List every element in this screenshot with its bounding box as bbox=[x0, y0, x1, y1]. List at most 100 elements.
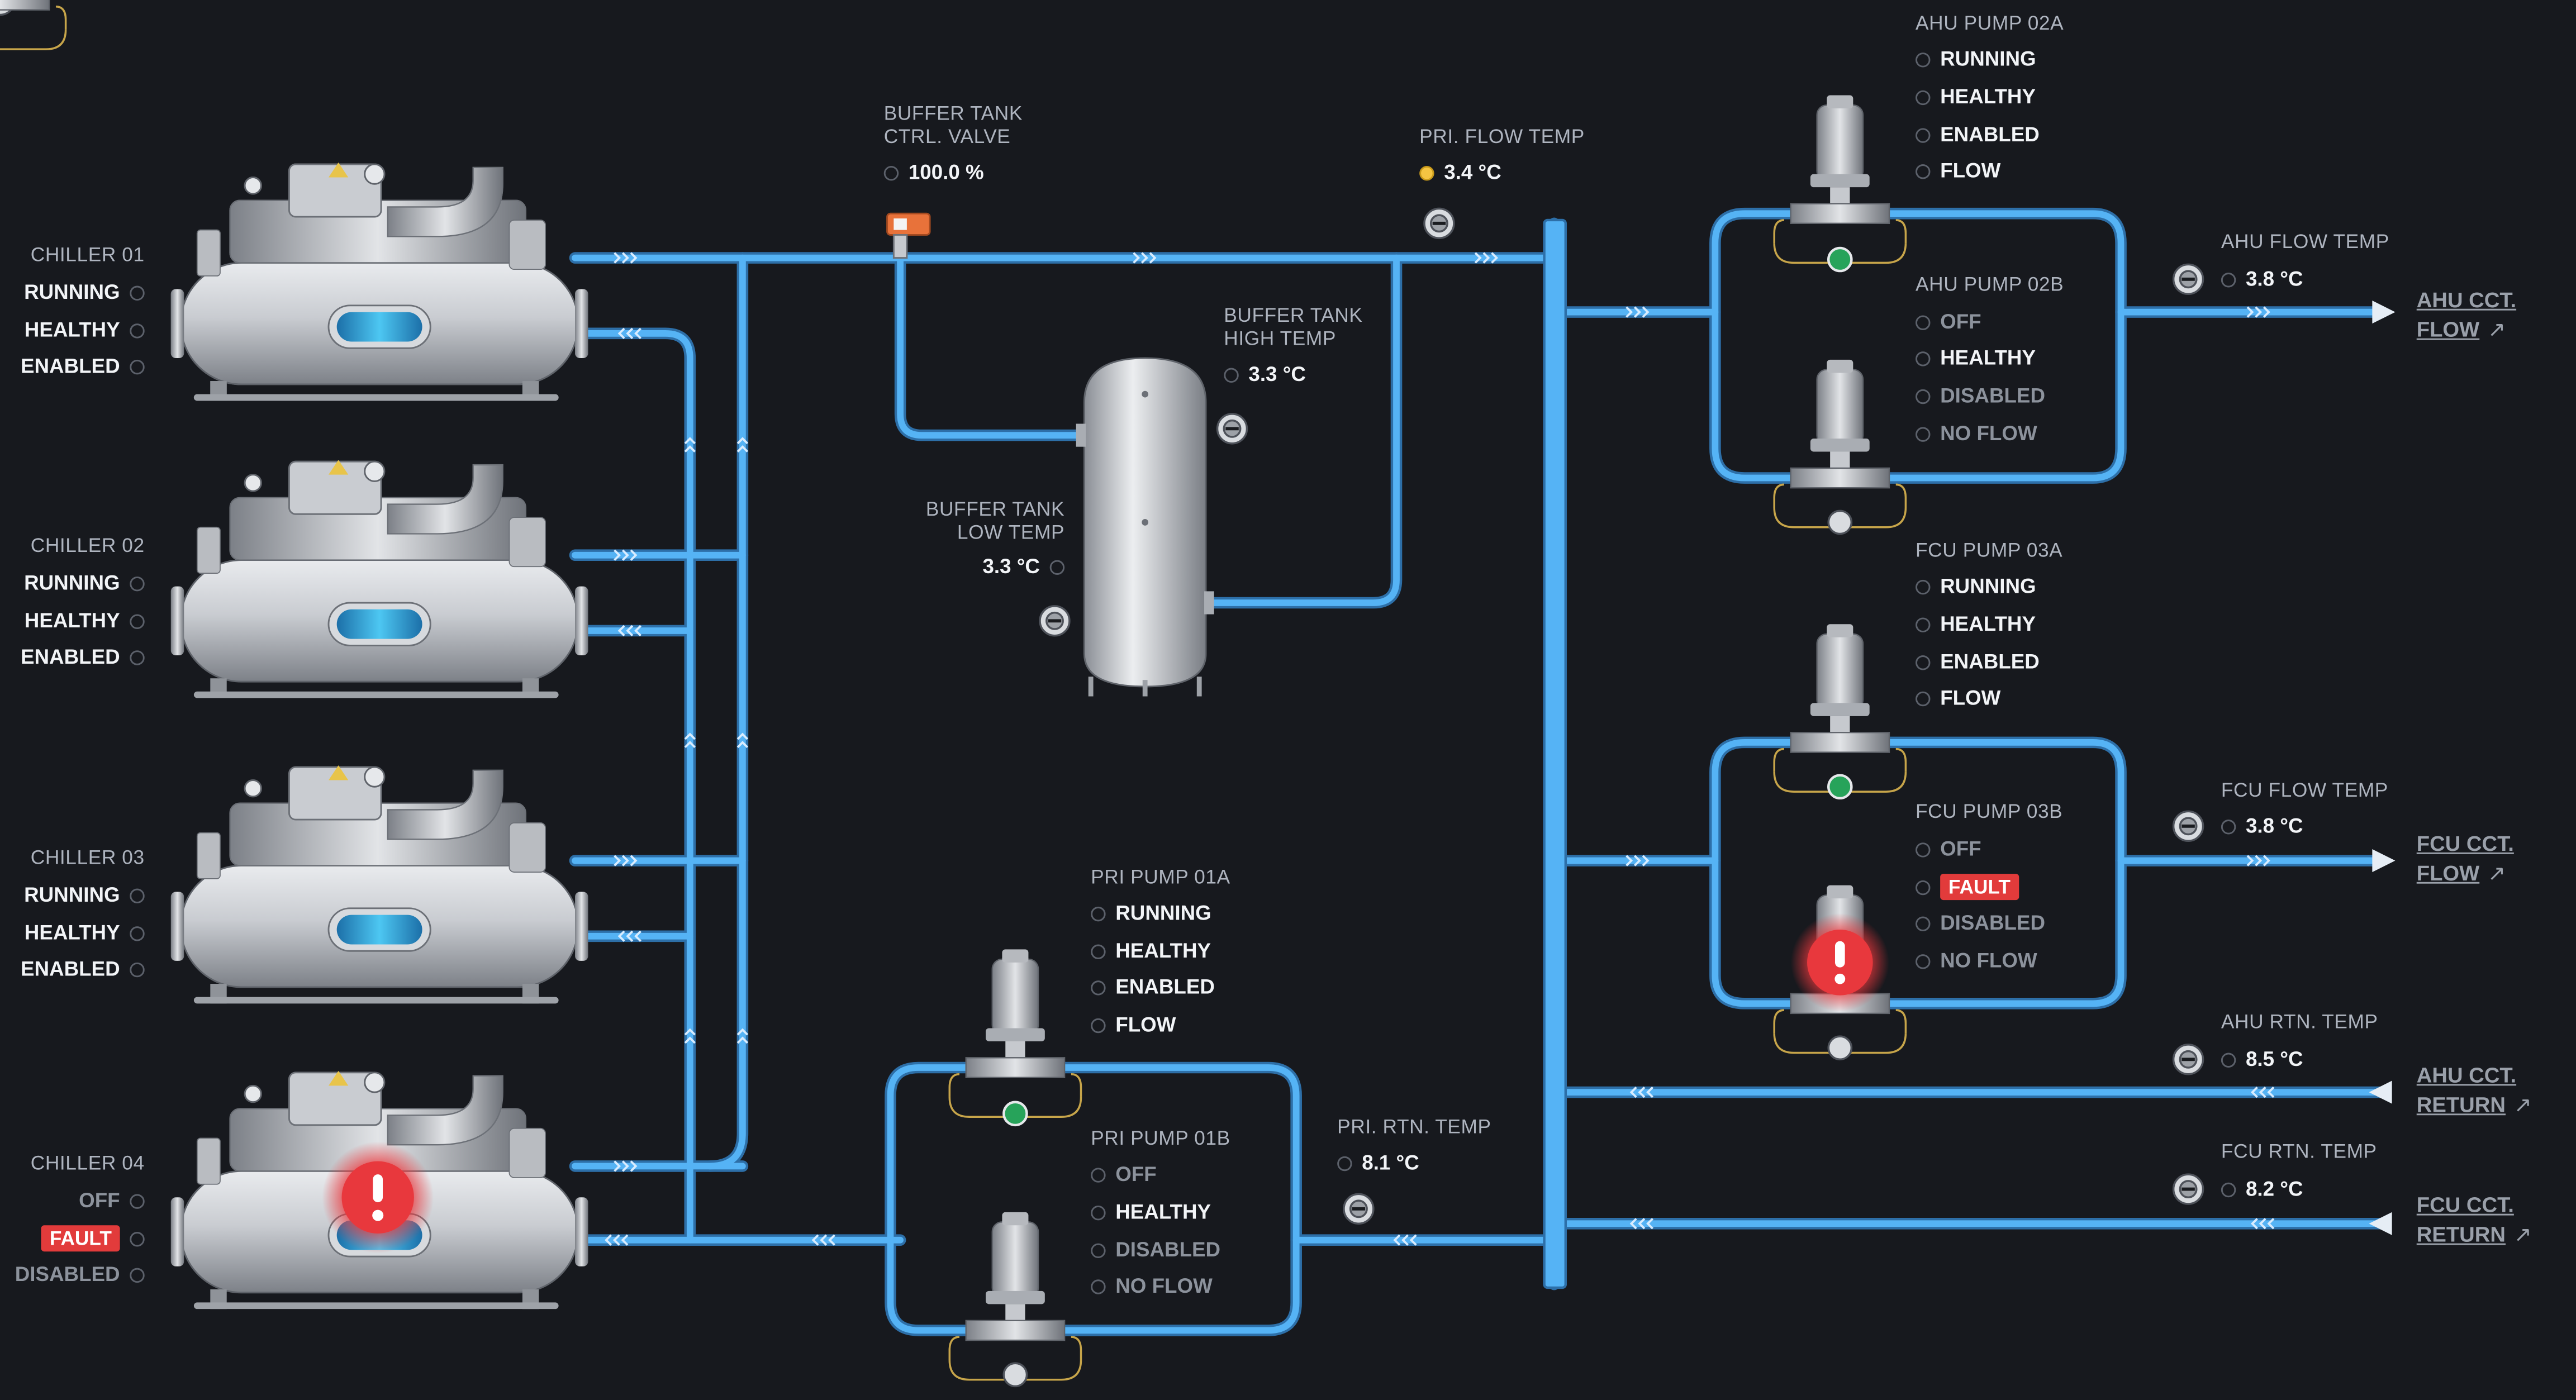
external-link-icon: ↗ bbox=[2513, 1222, 2532, 1247]
chiller-01-graphic bbox=[170, 161, 589, 402]
pump-graphic bbox=[0, 0, 67, 50]
pri-pump-01a-status-running: RUNNING bbox=[1091, 902, 1211, 925]
chiller-01-title: CHILLER 01 bbox=[30, 243, 145, 266]
fcu-pump-03b-title: FCU PUMP 03B bbox=[1916, 799, 2063, 823]
external-link-icon: ↗ bbox=[2487, 317, 2506, 342]
chiller-02-title: CHILLER 02 bbox=[30, 534, 145, 557]
flow-direction-chevrons bbox=[605, 252, 2275, 1246]
chiller-03-graphic bbox=[170, 764, 589, 1004]
pri-rtn-temp-value: 8.1 °C bbox=[1337, 1151, 1419, 1174]
chiller-03-title: CHILLER 03 bbox=[30, 846, 145, 869]
ahu-cct-flow-link[interactable]: AHU CCT.FLOW↗ bbox=[2417, 286, 2516, 345]
fcu-pump-03b-status-disabled: DISABLED bbox=[1916, 912, 2045, 935]
chiller-03-status-running: RUNNING bbox=[0, 884, 145, 907]
ahu-pump-02b-title: AHU PUMP 02B bbox=[1916, 273, 2064, 296]
buffer-valve-label-line2: CTRL. VALVE bbox=[883, 125, 1011, 148]
buffer-high-temp-label-line2: HIGH TEMP bbox=[1224, 327, 1337, 350]
pump-check-icon bbox=[1002, 246, 1853, 1127]
fcu-pump-03a-graphic bbox=[1773, 623, 1907, 793]
buffer-high-temp-value: 3.3 °C bbox=[1224, 363, 1306, 386]
chiller-01-status-enabled: ENABLED bbox=[0, 355, 145, 378]
fcu-pump-03b-status-no-flow: NO FLOW bbox=[1916, 949, 2037, 972]
fcu-cct-flow-link[interactable]: FCU CCT.FLOW↗ bbox=[2417, 830, 2514, 889]
flow-arrow-icon bbox=[2372, 301, 2396, 324]
ahu-pump-02b-status-no-flow: NO FLOW bbox=[1916, 422, 2037, 445]
pri-rtn-temp-sensor-icon bbox=[1344, 1194, 1373, 1223]
fcu-pump-03a-title: FCU PUMP 03A bbox=[1916, 539, 2063, 562]
pri-flow-temp-sensor-icon bbox=[1424, 208, 1454, 238]
ahu-pump-02a-status-running: RUNNING bbox=[1916, 47, 2036, 70]
alarm-exclamation-icon bbox=[322, 1141, 434, 1254]
ahu-rtn-temp-label: AHU RTN. TEMP bbox=[2221, 1010, 2378, 1034]
ahu-pump-02b-graphic bbox=[1773, 359, 1907, 528]
pri-pump-01b-graphic bbox=[948, 1211, 1082, 1381]
ahu-pump-02a-status-flow: FLOW bbox=[1916, 159, 2000, 182]
pri-pump-01a-title: PRI PUMP 01A bbox=[1091, 865, 1230, 889]
pipe-network bbox=[569, 207, 2396, 1336]
valve-actuator-icon bbox=[886, 212, 931, 259]
flow-arrow-icon bbox=[2372, 849, 2396, 873]
flow-arrow-icon bbox=[2369, 1212, 2392, 1235]
chiller-03-status-enabled: ENABLED bbox=[0, 958, 145, 980]
ahu-rtn-temp-value: 8.5 °C bbox=[2221, 1048, 2303, 1071]
buffer-low-temp-sensor-icon bbox=[1040, 606, 1070, 636]
ahu-flow-temp-value: 3.8 °C bbox=[2221, 268, 2303, 291]
ahu-cct-return-link[interactable]: AHU CCT.RETURN↗ bbox=[2417, 1061, 2532, 1120]
ahu-pump-02a-status-enabled: ENABLED bbox=[1916, 123, 2040, 146]
pri-pump-01b-status-no-flow: NO FLOW bbox=[1091, 1274, 1213, 1298]
fcu-flow-temp-sensor-icon bbox=[2174, 811, 2203, 841]
ahu-pump-02b-status-off: OFF bbox=[1916, 311, 1981, 334]
chiller-04-status-fault: FAULT bbox=[0, 1225, 145, 1252]
fcu-pump-03a-status-enabled: ENABLED bbox=[1916, 650, 2040, 673]
chiller-04-status-off: OFF bbox=[0, 1189, 145, 1212]
fcu-flow-temp-value: 3.8 °C bbox=[2221, 815, 2303, 837]
chiller-02-status-healthy: HEALTHY bbox=[0, 609, 145, 632]
ahu-rtn-temp-sensor-icon bbox=[2174, 1045, 2203, 1074]
buffer-low-temp-label-line1: BUFFER TANK bbox=[925, 497, 1065, 521]
chiller-02-status-enabled: ENABLED bbox=[0, 645, 145, 669]
fcu-rtn-temp-label: FCU RTN. TEMP bbox=[2221, 1140, 2377, 1163]
ahu-pump-02a-title: AHU PUMP 02A bbox=[1916, 11, 2064, 35]
pri-pump-01a-status-enabled: ENABLED bbox=[1091, 975, 1215, 999]
buffer-tank-graphic bbox=[1076, 357, 1214, 697]
fcu-pump-03a-status-flow: FLOW bbox=[1916, 687, 2000, 709]
ahu-pump-02a-status-healthy: HEALTHY bbox=[1916, 85, 2036, 108]
buffer-high-temp-label-line1: BUFFER TANK bbox=[1224, 303, 1363, 327]
chiller-04-title: CHILLER 04 bbox=[30, 1151, 145, 1175]
chiller-02-status-running: RUNNING bbox=[0, 572, 145, 594]
fcu-rtn-temp-value: 8.2 °C bbox=[2221, 1178, 2303, 1201]
pri-pump-01b-status-disabled: DISABLED bbox=[1091, 1239, 1220, 1261]
buffer-valve-label-line1: BUFFER TANK bbox=[883, 102, 1023, 125]
fcu-pump-03a-status-running: RUNNING bbox=[1916, 575, 2036, 598]
pri-pump-01a-graphic bbox=[948, 948, 1082, 1118]
chiller-01-status-running: RUNNING bbox=[0, 281, 145, 304]
external-link-icon: ↗ bbox=[2513, 1092, 2532, 1117]
ahu-flow-temp-sensor-icon bbox=[2174, 264, 2203, 294]
ahu-pump-02b-status-healthy: HEALTHY bbox=[1916, 346, 2036, 370]
active-indicator bbox=[1419, 165, 1434, 180]
buffer-low-temp-value: 3.3 °C bbox=[900, 555, 1065, 578]
buffer-low-temp-label-line2: LOW TEMP bbox=[957, 520, 1065, 544]
pri-pump-01b-status-off: OFF bbox=[1091, 1163, 1157, 1186]
fault-badge: FAULT bbox=[1940, 874, 2019, 901]
ahu-flow-temp-label: AHU FLOW TEMP bbox=[2221, 230, 2389, 253]
pri-pump-01a-status-healthy: HEALTHY bbox=[1091, 940, 1211, 963]
fcu-pump-03b-status-fault: FAULT bbox=[1916, 874, 2019, 901]
pump-idle-icon bbox=[1002, 509, 1853, 1388]
external-link-icon: ↗ bbox=[2487, 860, 2506, 885]
pri-flow-temp-label: PRI. FLOW TEMP bbox=[1419, 125, 1585, 148]
chiller-01-status-healthy: HEALTHY bbox=[0, 318, 145, 342]
pri-pump-01a-status-flow: FLOW bbox=[1091, 1013, 1176, 1036]
fcu-cct-return-link[interactable]: FCU CCT.RETURN↗ bbox=[2417, 1191, 2532, 1250]
alarm-exclamation-icon bbox=[1790, 913, 1889, 1012]
buffer-high-temp-sensor-icon bbox=[1218, 414, 1247, 444]
fault-badge: FAULT bbox=[41, 1225, 120, 1252]
chiller-04-status-disabled: DISABLED bbox=[0, 1263, 145, 1286]
pri-flow-temp-value: 3.4 °C bbox=[1419, 161, 1501, 184]
pri-pump-01b-title: PRI PUMP 01B bbox=[1091, 1126, 1230, 1150]
fcu-rtn-temp-sensor-icon bbox=[2174, 1174, 2203, 1204]
ahu-pump-02a-graphic bbox=[1773, 94, 1907, 264]
fcu-pump-03a-status-healthy: HEALTHY bbox=[1916, 613, 2036, 636]
flow-arrow-icon bbox=[2369, 1080, 2392, 1104]
